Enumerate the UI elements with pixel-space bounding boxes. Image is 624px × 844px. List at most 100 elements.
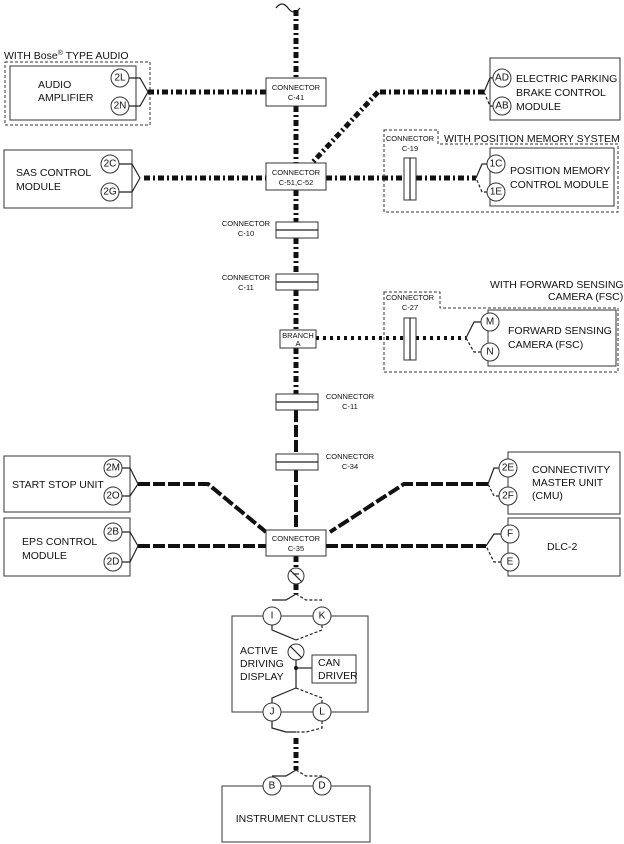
instrument-cluster-module: B D INSTRUMENT CLUSTER <box>221 769 371 843</box>
pin-n <box>480 342 500 362</box>
svg-text:CONNECTOR: CONNECTOR <box>386 134 435 143</box>
eps-control-module: EPS CONTROL MODULE 2B 2D <box>3 517 139 577</box>
connector-c11-upper: CONNECTOR C-11 <box>222 273 319 292</box>
svg-text:CAN: CAN <box>318 657 340 669</box>
svg-text:MASTER UNIT: MASTER UNIT <box>532 477 604 489</box>
svg-text:ACTIVE: ACTIVE <box>240 645 278 657</box>
pin-2m <box>103 458 123 478</box>
position-memory-option-enclosure <box>383 129 619 213</box>
svg-text:D: D <box>318 781 325 792</box>
fsc-option-label-line2: CAMERA (FSC) <box>548 291 623 303</box>
pin-2n <box>110 96 130 116</box>
svg-text:C-35: C-35 <box>288 544 304 553</box>
svg-text:2D: 2D <box>107 557 120 568</box>
sas-control-module: SAS CONTROL MODULE 2C 2G <box>3 149 141 209</box>
active-driving-display-module: I K J L ACTIVE DRIVING DISPLAY CAN DRIVE… <box>231 593 369 733</box>
svg-text:CAMERA (FSC): CAMERA (FSC) <box>508 339 583 351</box>
svg-text:2M: 2M <box>106 463 120 474</box>
pin-2e <box>498 458 518 478</box>
audio-amplifier-module: AUDIO AMPLIFIER 2L 2N <box>9 65 149 121</box>
svg-text:I: I <box>271 611 274 622</box>
svg-text:C-19: C-19 <box>402 144 418 153</box>
svg-text:2F: 2F <box>502 491 514 502</box>
svg-text:C-27: C-27 <box>402 303 418 312</box>
connector-c10: CONNECTOR C-10 <box>222 219 319 239</box>
svg-text:START STOP UNIT: START STOP UNIT <box>12 479 104 491</box>
svg-text:POSITION MEMORY: POSITION MEMORY <box>510 165 610 177</box>
svg-text:F: F <box>507 529 513 540</box>
svg-text:1C: 1C <box>490 159 503 170</box>
svg-text:L: L <box>319 707 325 718</box>
pin-b <box>262 776 282 796</box>
svg-text:DRIVER: DRIVER <box>318 670 358 682</box>
svg-text:MODULE: MODULE <box>16 181 61 193</box>
svg-text:CONNECTOR: CONNECTOR <box>222 273 271 282</box>
svg-text:CONNECTOR: CONNECTOR <box>386 293 435 302</box>
svg-text:MODULE: MODULE <box>22 550 67 562</box>
svg-text:A: A <box>295 339 300 348</box>
pin-2c <box>100 154 120 174</box>
pin-2o <box>103 486 123 506</box>
svg-text:CONNECTIVITY: CONNECTIVITY <box>532 464 610 476</box>
svg-text:CONNECTOR: CONNECTOR <box>272 83 321 92</box>
forward-sensing-camera-module: FORWARD SENSING CAMERA (FSC) M N <box>465 309 617 367</box>
svg-text:FORWARD SENSING: FORWARD SENSING <box>508 325 612 337</box>
svg-text:SAS CONTROL: SAS CONTROL <box>16 167 91 179</box>
svg-text:C-11: C-11 <box>342 402 358 411</box>
pin-f <box>500 524 520 544</box>
svg-text:CONTROL MODULE: CONTROL MODULE <box>510 179 609 191</box>
epb-branch-diagonal <box>310 90 380 165</box>
svg-text:N: N <box>486 347 493 358</box>
svg-text:INSTRUMENT CLUSTER: INSTRUMENT CLUSTER <box>236 813 357 825</box>
svg-text:EPS CONTROL: EPS CONTROL <box>22 536 97 548</box>
connector-c27: CONNECTOR C-27 <box>386 293 435 361</box>
svg-text:BRANCH: BRANCH <box>282 331 314 340</box>
fsc-option-enclosure <box>383 291 619 373</box>
svg-text:C-10: C-10 <box>238 229 254 238</box>
connector-c19: CONNECTOR C-19 <box>386 134 435 201</box>
svg-text:J: J <box>270 707 275 718</box>
start-stop-branch-line <box>138 482 268 534</box>
epb-control-module: ELECTRIC PARKING BRAKE CONTROL MODULE AD… <box>483 57 621 121</box>
cmu-branch-line <box>328 482 488 534</box>
svg-text:2O: 2O <box>106 491 120 502</box>
bose-option-enclosure <box>4 61 151 126</box>
pin-1c <box>486 154 506 174</box>
pin-2l <box>110 68 130 88</box>
svg-text:CONNECTOR: CONNECTOR <box>272 168 321 177</box>
svg-text:2N: 2N <box>114 101 127 112</box>
svg-text:CONNECTOR: CONNECTOR <box>326 392 375 401</box>
connector-c34: CONNECTOR C-34 <box>275 452 375 471</box>
connector-c35: CONNECTOR C-35 <box>265 529 327 557</box>
svg-text:AUDIO: AUDIO <box>38 79 71 91</box>
pin-2f <box>498 486 518 506</box>
svg-text:B: B <box>269 781 276 792</box>
pin-ab <box>492 96 512 116</box>
svg-text:AB: AB <box>495 101 509 112</box>
svg-text:2E: 2E <box>502 463 515 474</box>
pin-2g <box>100 182 120 202</box>
svg-text:K: K <box>319 611 326 622</box>
connector-c51-c52: CONNECTOR C-51,C-52 <box>265 162 327 191</box>
svg-text:DLC-2: DLC-2 <box>547 541 578 553</box>
svg-text:2L: 2L <box>114 73 126 84</box>
connector-c11-lower: CONNECTOR C-11 <box>275 392 375 411</box>
svg-text:C-11: C-11 <box>238 283 254 292</box>
svg-text:CONNECTOR: CONNECTOR <box>222 219 271 228</box>
pin-e <box>500 552 520 572</box>
svg-text:2B: 2B <box>107 527 120 538</box>
svg-text:CONNECTOR: CONNECTOR <box>272 534 321 543</box>
termination-resistor-icon <box>287 567 305 585</box>
svg-text:CONNECTOR: CONNECTOR <box>326 452 375 461</box>
pin-1e <box>486 182 506 202</box>
svg-text:C-34: C-34 <box>342 462 358 471</box>
svg-text:BRAKE CONTROL: BRAKE CONTROL <box>516 87 606 99</box>
svg-text:MODULE: MODULE <box>516 101 561 113</box>
pin-ad <box>492 68 512 88</box>
svg-text:2C: 2C <box>104 159 117 170</box>
bose-option-label: WITH Bose® TYPE AUDIO <box>4 49 129 62</box>
svg-text:AD: AD <box>495 73 509 84</box>
fsc-option-label-line1: WITH FORWARD SENSING <box>490 279 624 291</box>
svg-text:C-51,C-52: C-51,C-52 <box>279 178 314 187</box>
